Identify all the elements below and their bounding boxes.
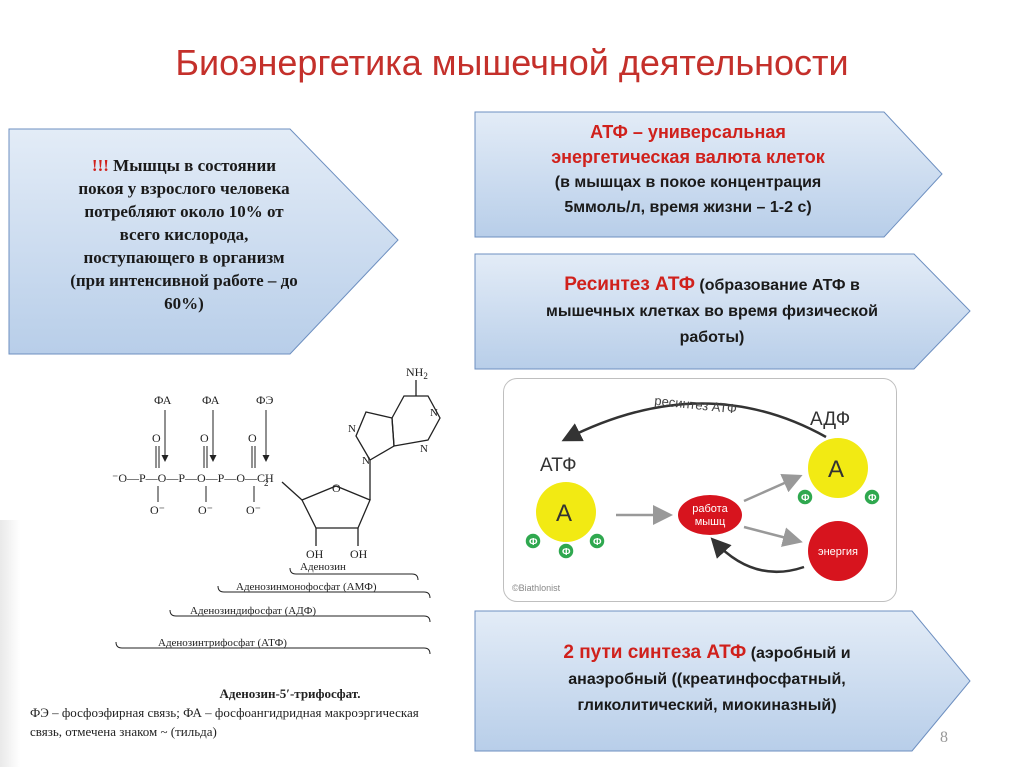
synthesis-paths-arrow — [474, 610, 972, 753]
svg-text:⁻O—P—O—P—O—P—O—CH: ⁻O—P—O—P—O—P—O—CH — [112, 471, 274, 485]
credit-text: ©Biathlonist — [512, 583, 561, 593]
phi-3: Ф — [593, 537, 602, 548]
brackets — [115, 567, 431, 655]
box2-line3: работы) — [679, 329, 745, 346]
box2-shape — [474, 253, 971, 370]
atp-label: АТФ — [540, 455, 577, 476]
box3-rest1: (аэробный и — [746, 645, 851, 662]
work-line1: работа — [692, 503, 728, 515]
left-info-text: !!! Мышцы в состоянии покоя у взрослого … — [14, 154, 354, 315]
left-info-arrow — [8, 128, 400, 356]
adenine-ring — [355, 380, 441, 461]
atp-currency-arrow — [474, 111, 944, 239]
svg-text:N: N — [430, 407, 438, 419]
svg-text:O⁻: O⁻ — [246, 503, 261, 517]
svg-text:N: N — [348, 423, 356, 435]
muscle-work-ellipse — [678, 495, 742, 535]
synthesis-paths-text: 2 пути синтеза АТФ (аэробный и анаэробны… — [482, 640, 932, 719]
oh-1: OH — [306, 547, 324, 561]
box3-line3: гликолитический, миокиназный) — [577, 697, 837, 714]
left-arrow-shape — [8, 128, 399, 355]
box2-rest1: (образование АТФ в — [694, 277, 860, 294]
box3-shape — [474, 610, 971, 752]
phi-1: Ф — [529, 537, 538, 548]
adp-label: АДФ — [810, 409, 850, 430]
work-line2: мышц — [695, 516, 726, 528]
amp-label: Аденозинмонофосфат (АМФ) — [236, 581, 377, 593]
atp-molecule-svg: ФА ФА ФЭ O O O ⁻O—P—O—P—O—P—O—CH 2 O⁻ O⁻ O⁻ — [112, 365, 441, 655]
adp-label-mol: Аденозиндифосфат (АДФ) — [190, 605, 316, 617]
page-title: Биоэнергетика мышечной деятельности — [175, 42, 849, 83]
svg-text:O: O — [248, 431, 257, 445]
fa-label-2: ФА — [202, 393, 220, 407]
nh2-label: NH2 — [406, 365, 428, 381]
box1-line3: (в мышцах в покое концентрация — [554, 174, 822, 191]
phosphate-icon — [588, 532, 606, 550]
phosphate-icon — [557, 542, 575, 560]
adp-a-circle — [808, 438, 868, 498]
energy-label: энергия — [818, 546, 858, 558]
cycle-graphic: ресинтез АТФ АТФ А АДФ А Ф Ф Ф Ф Ф работ… — [512, 393, 881, 593]
left-line-1: покоя у взрослого человека — [78, 179, 290, 198]
box1-line1: АТФ – универсальная — [590, 122, 786, 142]
resynthesis-label: ресинтез АТФ — [654, 393, 738, 417]
svg-text:O: O — [200, 431, 209, 445]
energy-return-arc — [710, 537, 805, 574]
energy-circle — [808, 521, 868, 581]
adp-a-letter: А — [828, 456, 844, 483]
structure-caption: Аденозин-5′-трифосфат. ФЭ – фосфоэфирная… — [30, 684, 490, 741]
phi-2: Ф — [562, 547, 571, 558]
resynthesis-arrow — [474, 253, 972, 371]
resynthesis-text: Ресинтез АТФ (образование АТФ в мышечных… — [482, 272, 942, 351]
atp-cycle-diagram: ресинтез АТФ АТФ А АДФ А Ф Ф Ф Ф Ф работ… — [503, 378, 897, 602]
phi-4: Ф — [801, 493, 810, 504]
atp-currency-text: АТФ – универсальная энергетическая валют… — [478, 120, 898, 220]
adenosine-label: Аденозин — [300, 561, 346, 573]
synthesis-paths-title: 2 пути синтеза АТФ — [563, 642, 747, 663]
left-line-4: поступающего в организм — [83, 248, 285, 267]
svg-text:O⁻: O⁻ — [198, 503, 213, 517]
phi-5: Ф — [868, 493, 877, 504]
work-to-energy-arrow — [743, 525, 803, 547]
caption-line2: связь, отмечена знаком ~ (тильда) — [30, 724, 217, 739]
box1-line4: 5ммоль/л, время жизни – 1-2 с) — [564, 199, 812, 216]
phosphate-icon — [796, 488, 814, 506]
svg-text:N: N — [420, 443, 428, 455]
box3-line2: анаэробный ((креатинфосфатный, — [568, 671, 846, 688]
svg-text:2: 2 — [264, 478, 269, 488]
fa-label-1: ФА — [154, 393, 172, 407]
left-line-5: (при интенсивной работе – до — [70, 271, 298, 290]
resynthesis-arc — [561, 402, 827, 442]
box2-line2: мышечных клетках во время физической — [546, 303, 878, 320]
resynthesis-title: Ресинтез АТФ — [564, 274, 695, 295]
ribose-ring — [281, 460, 371, 546]
page-number: 8 — [940, 729, 948, 746]
left-line-3: всего кислорода, — [119, 225, 249, 244]
left-line-6: 60%) — [164, 294, 204, 313]
phosphate-icon — [524, 532, 542, 550]
atp-label-mol: Аденозинтрифосфат (АТФ) — [158, 637, 287, 649]
atp-structure-diagram: ФА ФА ФЭ O O O ⁻O—P—O—P—O—P—O—CH 2 O⁻ O⁻ O⁻ — [20, 360, 480, 750]
phosphate-chain: O O O ⁻O—P—O—P—O—P—O—CH 2 O⁻ O⁻ O⁻ — [112, 431, 274, 517]
caption-line1: ФЭ – фосфоэфирная связь; ФА – фосфоангид… — [30, 705, 419, 720]
box1-shape — [474, 111, 943, 238]
atp-a-letter: А — [556, 500, 572, 527]
svg-text:O: O — [152, 431, 161, 445]
work-to-adp-arrow — [743, 473, 803, 503]
phosphate-icon — [863, 488, 881, 506]
exclaim-mark: !!! — [91, 156, 109, 175]
oh-2: OH — [350, 547, 368, 561]
box1-line2: энергетическая валюта клеток — [551, 147, 825, 167]
left-line-0: Мышцы в состоянии — [113, 156, 277, 175]
left-line-2: потребляют около 10% от — [84, 202, 284, 221]
decorative-shadow — [0, 520, 20, 767]
fe-label: ФЭ — [256, 393, 273, 407]
svg-text:O⁻: O⁻ — [150, 503, 165, 517]
caption-title: Аденозин-5′-трифосфат. — [219, 686, 361, 701]
atp-a-circle — [536, 482, 596, 542]
svg-text:N: N — [362, 455, 370, 467]
svg-text:O: O — [332, 481, 341, 495]
